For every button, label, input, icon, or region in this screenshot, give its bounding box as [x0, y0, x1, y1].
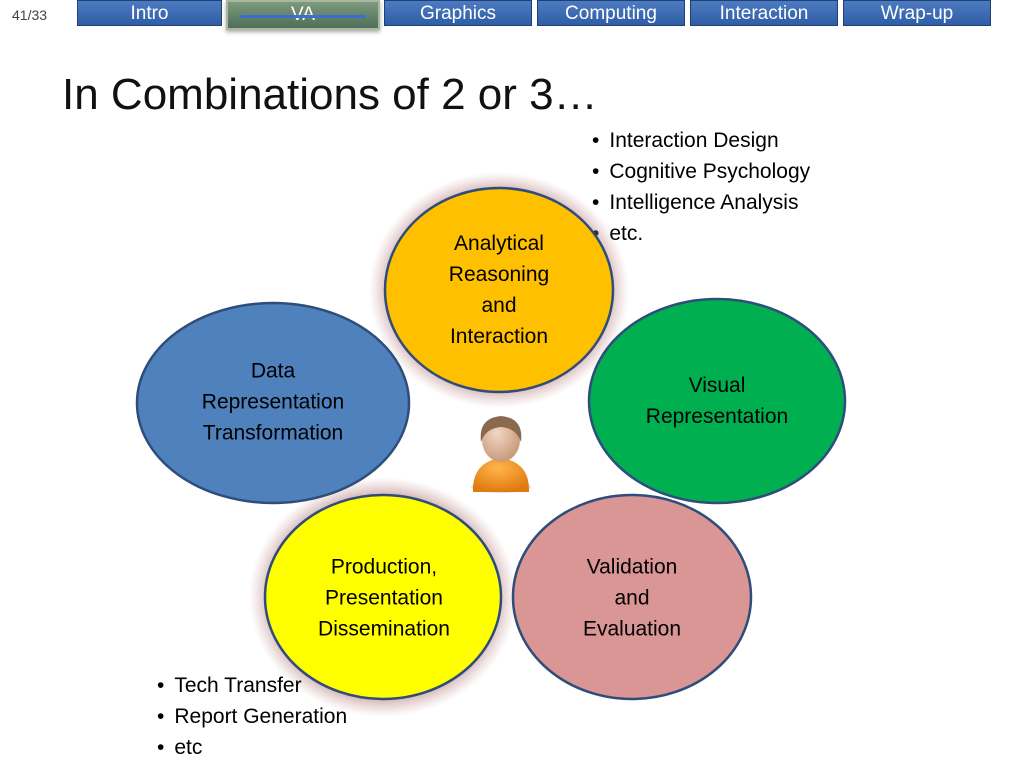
analytical-reasoning-label: Analytical Reasoning and Interaction: [448, 232, 550, 348]
user-person-icon: [471, 416, 531, 493]
data-representation-circle: [135, 301, 411, 505]
tab-computing[interactable]: Computing: [537, 0, 685, 26]
validation-evaluation-label: Validation and Evaluation: [582, 555, 682, 641]
list-item: Cognitive Psychology: [592, 156, 810, 187]
validation-evaluation-circle: [511, 493, 753, 701]
tab-wrap-up[interactable]: Wrap-up: [843, 0, 991, 26]
list-item: Intelligence Analysis: [592, 187, 810, 218]
page-number: 41/33: [12, 7, 48, 23]
tab-intro[interactable]: Intro: [77, 0, 222, 26]
visual-representation-label: Visual Representation: [645, 374, 789, 428]
data-representation-label: Data Representation Transformation: [201, 359, 345, 445]
slide-title: In Combinations of 2 or 3…: [62, 70, 598, 119]
tab-va[interactable]: VA: [226, 0, 380, 30]
bottom-bullet-list: Tech Transfer Report Generation etc: [157, 670, 347, 763]
list-item: Interaction Design: [592, 125, 810, 156]
list-item: etc: [157, 732, 347, 763]
tab-interaction[interactable]: Interaction: [690, 0, 838, 26]
list-item: etc.: [592, 218, 810, 249]
section-navigation: Intro VA Graphics Computing Interaction …: [0, 0, 1024, 30]
list-item: Tech Transfer: [157, 670, 347, 701]
top-bullet-list: Interaction Design Cognitive Psychology …: [592, 125, 810, 249]
list-item: Report Generation: [157, 701, 347, 732]
visual-representation-circle: [587, 297, 847, 505]
tab-graphics[interactable]: Graphics: [384, 0, 532, 26]
production-circle: [263, 493, 503, 701]
production-label: Production, Presentation Dissemination: [318, 555, 450, 641]
analytical-reasoning-circle: [383, 186, 615, 394]
